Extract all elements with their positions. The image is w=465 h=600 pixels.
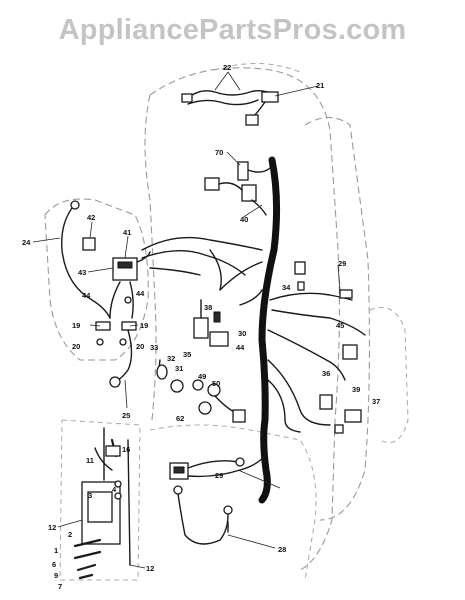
callout-7: 7: [58, 582, 62, 591]
callout-37: 37: [372, 397, 380, 406]
callout-70: 70: [215, 148, 223, 157]
callout-12-lower: 12: [146, 564, 154, 573]
tractor-outline: [44, 63, 409, 581]
callout-16: 16: [122, 445, 130, 454]
callout-43: 43: [78, 268, 86, 277]
callout-34-center: 44: [236, 343, 245, 352]
callout-22: 22: [223, 63, 231, 72]
callout-50: 50: [212, 379, 220, 388]
callout-11: 11: [86, 456, 94, 465]
callout-3: 3: [88, 491, 92, 500]
left-harness: [141, 236, 263, 291]
callout-36: 36: [322, 369, 330, 378]
callout-1: 1: [54, 546, 58, 555]
callout-29-lower: 29: [215, 471, 223, 480]
callout-32: 32: [167, 354, 175, 363]
callout-34: 34: [282, 283, 291, 292]
callout-30: 30: [238, 329, 246, 338]
callout-29-top: 29: [338, 259, 346, 268]
callout-21: 21: [316, 81, 324, 90]
harness-22: [181, 89, 279, 126]
callout-39: 39: [352, 385, 360, 394]
connector-70: [204, 161, 271, 216]
callout-38: 38: [204, 303, 212, 312]
callout-24: 24: [22, 238, 31, 247]
callout-12-upper: 12: [48, 523, 56, 532]
callout-44-right: 44: [136, 289, 145, 298]
callout-20-left: 20: [72, 342, 80, 351]
callout-2: 2: [68, 530, 72, 539]
callout-62: 62: [176, 414, 184, 423]
main-harness-loom: [219, 156, 281, 504]
callout-33: 33: [150, 343, 158, 352]
ground-cable-25: [95, 321, 137, 388]
callout-35: 35: [183, 350, 191, 359]
callout-42: 42: [87, 213, 95, 222]
callout-41: 41: [123, 228, 131, 237]
callout-28: 28: [278, 545, 286, 554]
leader-lines: [32, 71, 341, 569]
switch-group-center: [156, 299, 246, 423]
callout-40: 40: [240, 215, 248, 224]
lower-harness-28: [169, 454, 266, 545]
callout-25: 25: [122, 411, 130, 420]
callout-45: 45: [336, 321, 344, 330]
callout-labels: 22 21 70 40 42 41 24 43 44 44 29 34 19 1…: [22, 63, 380, 591]
callout-49: 49: [198, 372, 206, 381]
watermark: AppliancePartsPros.com: [58, 14, 407, 46]
callout-44-left: 44: [82, 291, 91, 300]
callout-19-left: 19: [72, 321, 80, 330]
right-harness: [267, 261, 366, 434]
callout-4: 4: [112, 485, 117, 494]
callout-31: 31: [175, 364, 183, 373]
callout-19-right: 19: [140, 321, 148, 330]
callout-9: 9: [54, 571, 58, 580]
lower-left-bracket: [73, 427, 131, 580]
cable-24: [61, 200, 111, 319]
solenoid-assembly: [82, 237, 151, 319]
callout-20-right: 20: [136, 342, 144, 351]
callout-6: 6: [52, 560, 56, 569]
